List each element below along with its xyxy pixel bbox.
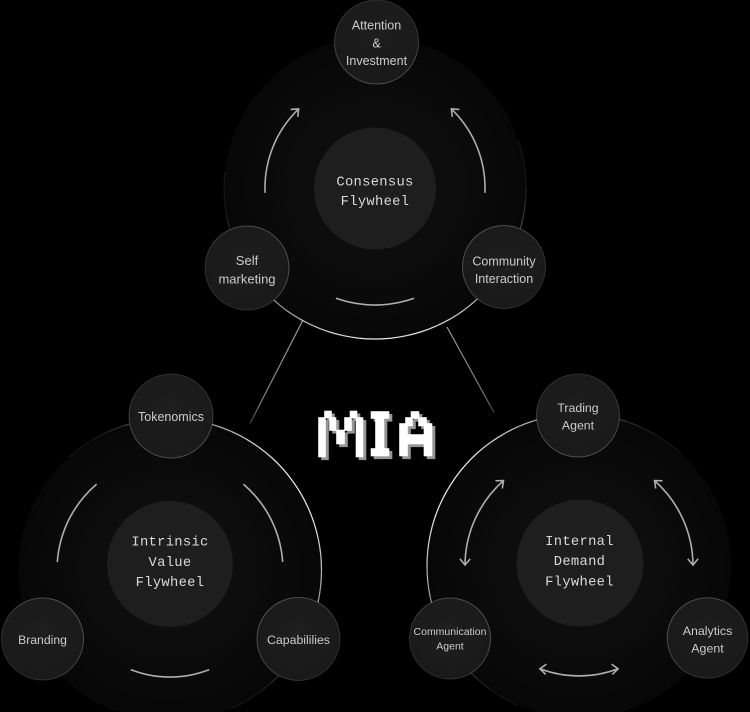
svg-text:Self: Self [236,253,259,268]
svg-text:Analytics: Analytics [683,624,733,638]
svg-text:Communication: Communication [414,626,487,638]
svg-text:Flywheel: Flywheel [136,575,205,591]
svg-text:Capabililies: Capabililies [267,633,330,647]
svg-text:Value: Value [149,555,192,571]
svg-text:Demand: Demand [554,554,605,570]
svg-text:&: & [372,36,381,50]
svg-text:Investment: Investment [346,54,408,68]
svg-text:Agent: Agent [691,642,724,656]
svg-text:Attention: Attention [352,19,401,33]
svg-text:Internal: Internal [545,534,614,550]
svg-text:Agent: Agent [436,641,464,653]
svg-text:Flywheel: Flywheel [341,194,410,210]
svg-text:Consensus: Consensus [336,175,413,190]
svg-text:Trading: Trading [557,401,598,415]
svg-text:Agent: Agent [562,419,595,433]
svg-text:Flywheel: Flywheel [545,575,614,591]
svg-text:Interaction: Interaction [475,272,533,286]
svg-text:Community: Community [472,254,536,268]
svg-text:Intrinsic: Intrinsic [131,535,208,551]
svg-text:Branding: Branding [18,633,67,647]
svg-text:Tokenomics: Tokenomics [138,410,204,424]
svg-text:marketing: marketing [218,271,275,286]
